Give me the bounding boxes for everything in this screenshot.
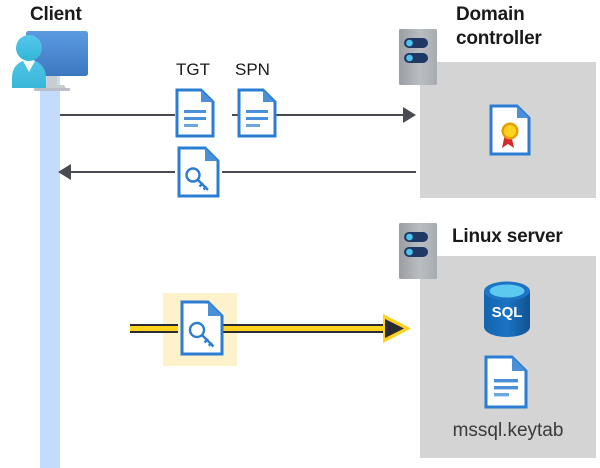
server-icon-domain-controller: [398, 28, 438, 86]
tgt-label: TGT: [176, 60, 210, 79]
request-arrowhead: [403, 107, 416, 123]
certificate-document-icon: [489, 104, 531, 161]
svg-text:SQL: SQL: [492, 304, 523, 321]
keytab-filename-label: mssql.keytab: [452, 420, 564, 441]
client-lifeline: [40, 66, 60, 468]
spn-label: SPN: [235, 60, 270, 79]
key-document-icon-ticket: [177, 146, 220, 198]
sql-database-icon: SQL: [481, 281, 533, 337]
linux-server-title: Linux server: [452, 226, 563, 247]
auth-line-segment-left: [130, 324, 178, 333]
document-icon-keytab: [484, 355, 528, 409]
client-title: Client: [30, 4, 82, 25]
response-arrowhead: [58, 164, 71, 180]
user-computer-icon: [6, 26, 102, 100]
response-line-segment-left: [60, 171, 175, 173]
auth-line-segment-right: [222, 324, 390, 333]
domain-controller-title: Domain controller: [456, 4, 542, 49]
auth-arrowhead: [382, 313, 412, 344]
server-icon-linux: [398, 222, 438, 280]
request-line-segment-right: [232, 114, 414, 116]
key-document-icon-auth: [180, 300, 224, 356]
response-line-segment-right: [222, 171, 416, 173]
request-line-segment-left: [60, 114, 175, 116]
document-icon-tgt: [175, 88, 215, 138]
document-icon-spn: [237, 88, 277, 138]
